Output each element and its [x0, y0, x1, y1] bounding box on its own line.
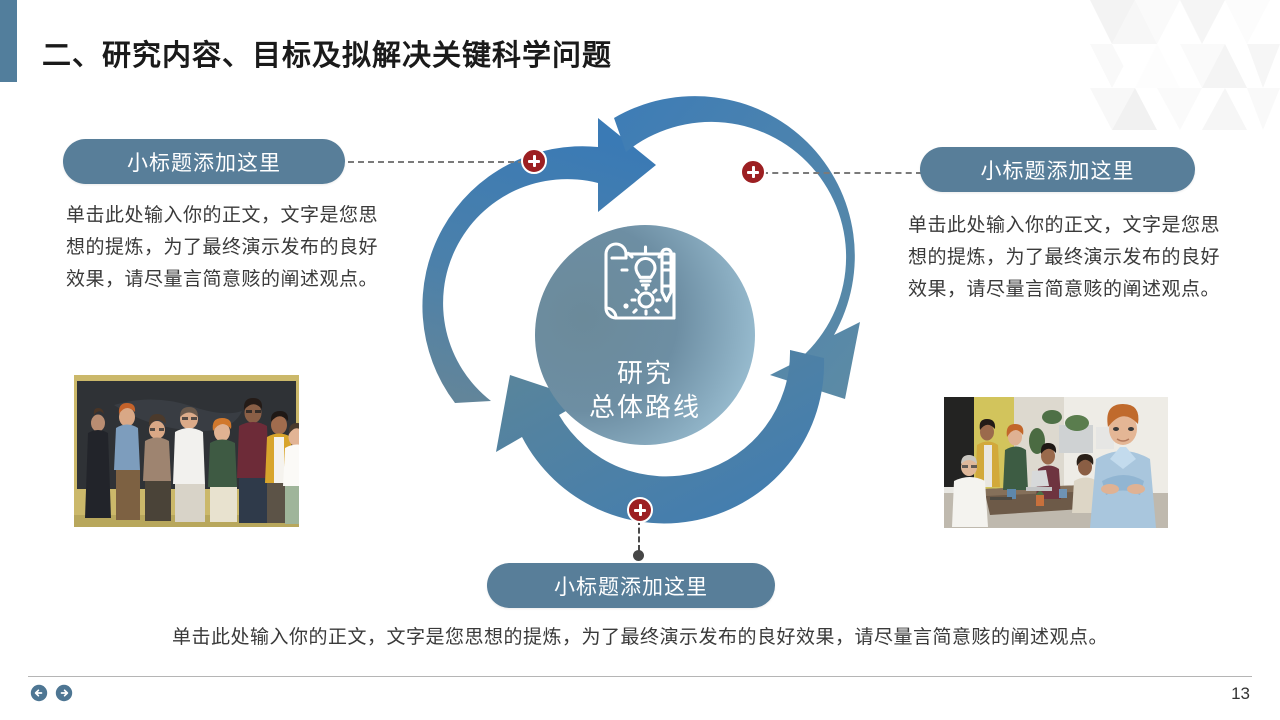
footer-divider [28, 676, 1252, 677]
research-cycle-diagram: 研究 总体路线 [422, 96, 860, 560]
cycle-arrow-right [614, 96, 860, 399]
decorative-triangles-pattern [1090, 0, 1280, 130]
body-text-left: 单击此处输入你的正文，文字是您思想的提炼，为了最终演示发布的良好效果，请尽量言简… [66, 205, 379, 290]
research-scroll-lightbulb-pencil-gear-icon [604, 242, 676, 320]
core-label-line2: 总体路线 [589, 392, 701, 422]
title-accent-bar [0, 0, 17, 82]
plus-marker-3[interactable] [627, 497, 653, 523]
cycle-arrow-upper-left [422, 118, 656, 403]
page-number: 13 [1231, 684, 1250, 703]
connector-line-left [348, 161, 524, 163]
plus-marker-2[interactable] [740, 159, 766, 185]
connector-line-right [762, 172, 922, 174]
arrow-left-circle-icon[interactable] [30, 684, 48, 702]
cycle-arrow-bottom [496, 350, 825, 524]
body-text-right: 单击此处输入你的正文，文字是您思想的提炼，为了最终演示发布的良好效果，请尽量言简… [908, 215, 1221, 300]
arrow-right-circle-icon[interactable] [55, 684, 73, 702]
page-title: 二、研究内容、目标及拟解决关键科学问题 [42, 40, 613, 72]
core-label-line1: 研究 [617, 358, 673, 388]
subtitle-pill-left[interactable]: 小标题添加这里 [63, 139, 345, 184]
subtitle-pill-right[interactable]: 小标题添加这里 [920, 147, 1195, 192]
subtitle-pill-bottom[interactable]: 小标题添加这里 [487, 563, 775, 608]
plus-marker-1[interactable] [521, 148, 547, 174]
photo-left-group [74, 375, 299, 527]
cycle-core-circle [535, 225, 755, 445]
photo-right-office [944, 397, 1168, 528]
connector-dot-bottom [633, 550, 644, 561]
connector-line-bottom [638, 519, 640, 551]
body-text-bottom: 单击此处输入你的正文，文字是您思想的提炼，为了最终演示发布的良好效果，请尽量言简… [171, 627, 1108, 648]
